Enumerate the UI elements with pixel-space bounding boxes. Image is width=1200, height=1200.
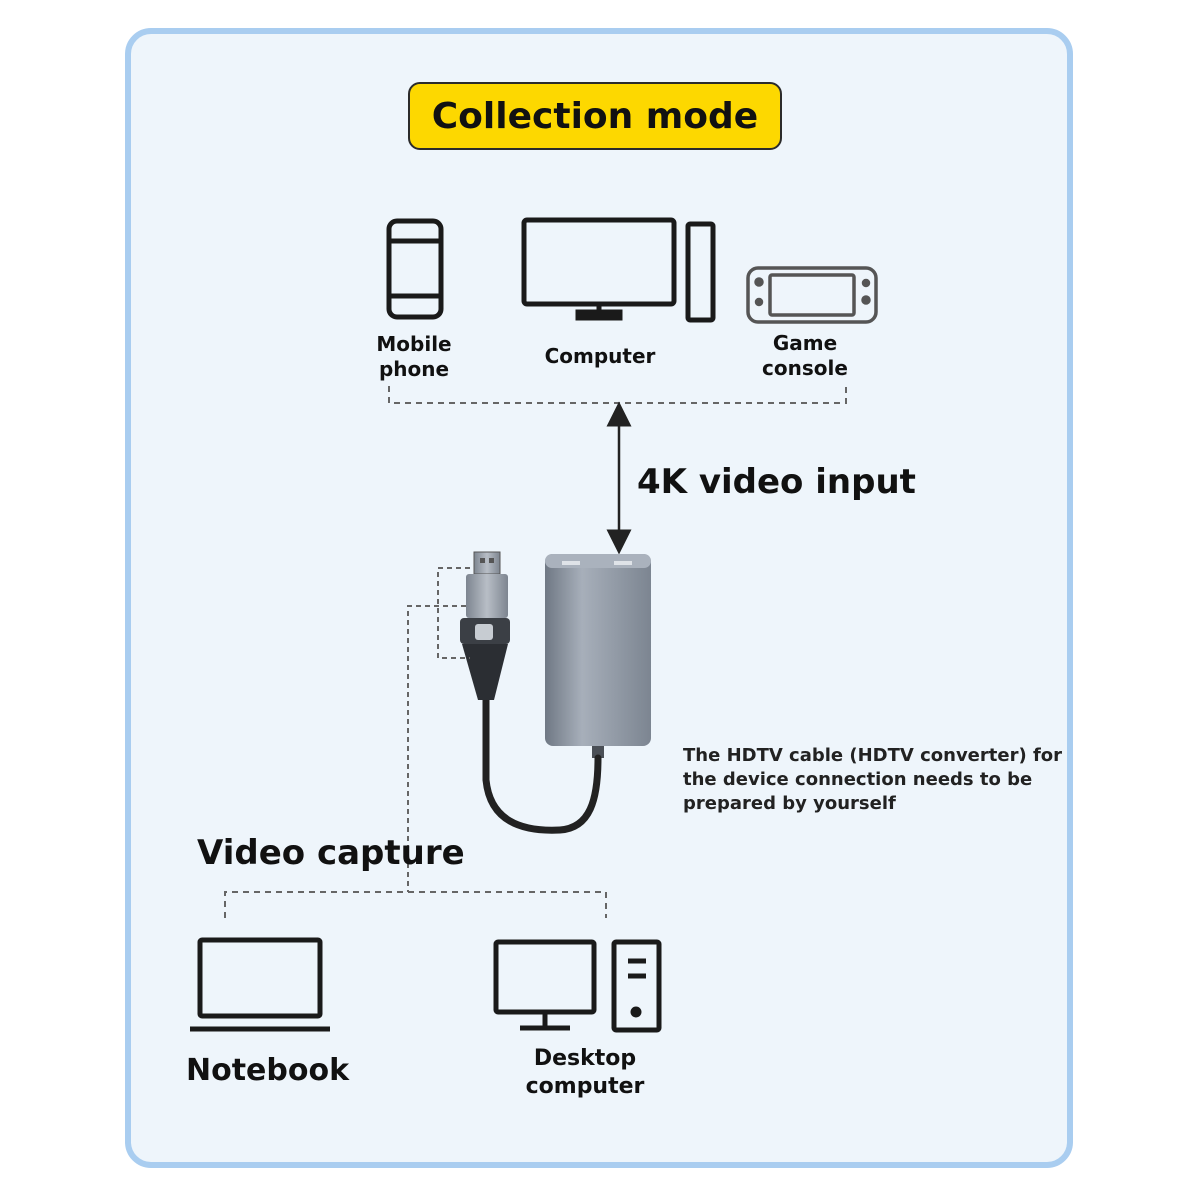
capture-label: Video capture [197, 833, 465, 873]
source-label-mobile-phone: Mobile phone [376, 332, 452, 381]
source-label-game-console: Game console [762, 331, 848, 380]
desktop-computer-icon [493, 939, 662, 1033]
smartphone-icon [386, 218, 444, 320]
target-label-desktop-computer: Desktop computer [525, 1046, 645, 1099]
input-label: 4K video input [637, 462, 916, 502]
capture-cable [482, 696, 602, 834]
capture-device [545, 554, 651, 758]
laptop-icon [190, 937, 330, 1032]
targets-bracket [224, 891, 607, 918]
diagram-title: Collection mode [408, 82, 782, 150]
target-label-notebook: Notebook [186, 1053, 350, 1088]
game-console-icon [746, 266, 878, 324]
usb-connector [460, 551, 510, 700]
cable-note: The HDTV cable (HDTV converter) for the … [683, 745, 1063, 814]
source-label-computer: Computer [544, 344, 656, 368]
connector-bracket [407, 567, 470, 892]
sources-bracket [388, 386, 847, 404]
desktop-computer-icon [521, 217, 716, 323]
